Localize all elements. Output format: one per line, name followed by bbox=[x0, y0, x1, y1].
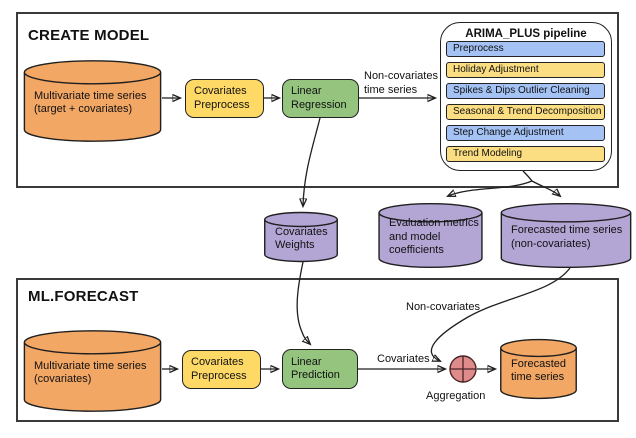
arima-plus-pipeline-container: ARIMA_PLUS pipeline Preprocess Holiday A… bbox=[440, 22, 612, 171]
create-model-title: CREATE MODEL bbox=[28, 27, 150, 44]
multivariate-target-label: Multivariate time series (target + covar… bbox=[34, 89, 147, 116]
linear-regression-box: Linear Regression bbox=[282, 79, 359, 118]
cylinder-icon bbox=[264, 212, 338, 262]
forecasted-time-series-label: Forecasted time series bbox=[511, 357, 567, 384]
multivariate-target-cylinder: Multivariate time series (target + covar… bbox=[23, 60, 162, 142]
cylinder-icon bbox=[23, 330, 162, 412]
circle-plus-icon bbox=[449, 355, 477, 383]
pipeline-step-preprocess: Preprocess bbox=[446, 41, 605, 57]
evaluation-metrics-label: Evaluation metrics and model coefficient… bbox=[389, 217, 479, 257]
pipeline-step-seasonal-trend: Seasonal & Trend Decomposition bbox=[446, 104, 605, 120]
multivariate-covariates-cylinder: Multivariate time series (covariates) bbox=[23, 330, 162, 412]
forecasted-noncovariates-label: Forecasted time series (non-covariates) bbox=[511, 224, 623, 250]
covariates-edge-label: Covariates bbox=[377, 353, 430, 365]
linear-prediction-label: Linear Prediction bbox=[291, 355, 340, 382]
covariates-preprocess-2-box: Covariates Preprocess bbox=[182, 350, 261, 389]
covariates-preprocess-1-label: Covariates Preprocess bbox=[194, 85, 250, 111]
pipeline-step-step-change: Step Change Adjustment bbox=[446, 125, 605, 141]
aggregation-node bbox=[449, 355, 477, 383]
noncovariates-edge-label: Non-covariates bbox=[406, 301, 480, 313]
linear-regression-label: Linear Regression bbox=[291, 85, 347, 111]
pipeline-title: ARIMA_PLUS pipeline bbox=[465, 28, 587, 40]
ml-forecast-title: ML.FORECAST bbox=[28, 288, 139, 305]
forecasted-time-series-cylinder: Forecasted time series bbox=[500, 339, 577, 399]
pipeline-step-spikes-dips: Spikes & Dips Outlier Cleaning bbox=[446, 83, 605, 99]
pipeline-step-holiday: Holiday Adjustment bbox=[446, 62, 605, 78]
covariates-preprocess-2-label: Covariates Preprocess bbox=[191, 356, 247, 382]
noncovariates-time-series-edge-label: Non-covariates time series bbox=[364, 70, 438, 96]
pipeline-step-trend-modeling: Trend Modeling bbox=[446, 146, 605, 162]
covariates-preprocess-1-box: Covariates Preprocess bbox=[185, 79, 264, 118]
multivariate-covariates-label: Multivariate time series (covariates) bbox=[34, 359, 147, 386]
cylinder-icon bbox=[500, 203, 632, 268]
evaluation-metrics-cylinder: Evaluation metrics and model coefficient… bbox=[378, 203, 483, 268]
covariates-weights-cylinder: Covariates Weights bbox=[264, 212, 338, 262]
forecasted-noncovariates-cylinder: Forecasted time series (non-covariates) bbox=[500, 203, 632, 268]
linear-prediction-box: Linear Prediction bbox=[282, 349, 358, 389]
aggregation-label: Aggregation bbox=[426, 390, 486, 402]
covariates-weights-label: Covariates Weights bbox=[275, 225, 328, 252]
cylinder-icon bbox=[378, 203, 483, 268]
cylinder-icon bbox=[23, 60, 162, 142]
